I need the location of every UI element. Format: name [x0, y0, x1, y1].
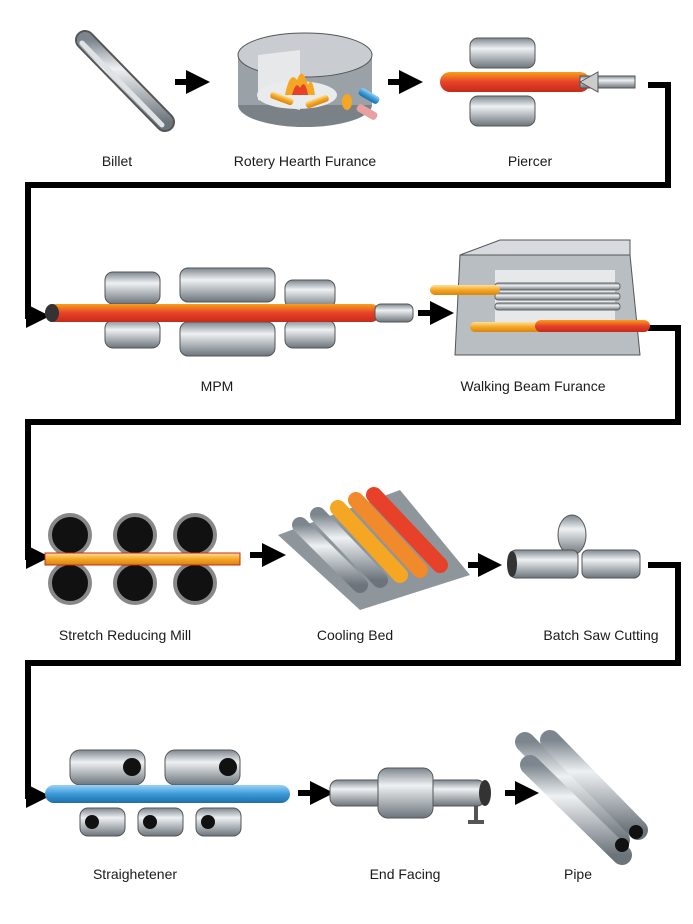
connector-row2-row3: [25, 325, 681, 569]
end-facing-illustration: [329, 767, 491, 824]
label-cooling-bed: Cooling Bed: [317, 627, 393, 643]
connector-row1-row2: [25, 82, 671, 328]
connector-row3-row4: [25, 562, 681, 808]
flow-connectors: [25, 82, 681, 808]
rotary-hearth-furnace-illustration: [237, 32, 380, 127]
label-mpm: MPM: [201, 378, 234, 394]
label-pipe: Pipe: [564, 866, 592, 882]
label-stretch-reducing-mill: Stretch Reducing Mill: [59, 627, 191, 643]
mpm-illustration: [45, 267, 414, 357]
stretch-reducing-mill-illustration: [44, 513, 241, 605]
label-straightener: Straighetener: [93, 866, 177, 882]
piercer-illustration: [440, 37, 636, 127]
step-labels: Billet Rotery Hearth Furance Piercer MPM…: [59, 153, 659, 882]
walking-beam-furnace-illustration: [430, 239, 650, 356]
label-end-facing: End Facing: [370, 866, 441, 882]
label-rotary-hearth-furnace: Rotery Hearth Furance: [234, 153, 377, 169]
label-billet: Billet: [102, 153, 132, 169]
straightener-illustration: [45, 749, 290, 837]
cooling-bed-illustration: [278, 487, 470, 610]
label-piercer: Piercer: [508, 153, 553, 169]
label-walking-beam-furnace: Walking Beam Furance: [461, 378, 606, 394]
step-arrows: [175, 70, 539, 805]
pipe-illustration: [515, 730, 648, 865]
billet-illustration: [75, 30, 175, 132]
label-batch-saw-cutting: Batch Saw Cutting: [543, 627, 658, 643]
batch-saw-cutting-illustration: [507, 514, 641, 579]
